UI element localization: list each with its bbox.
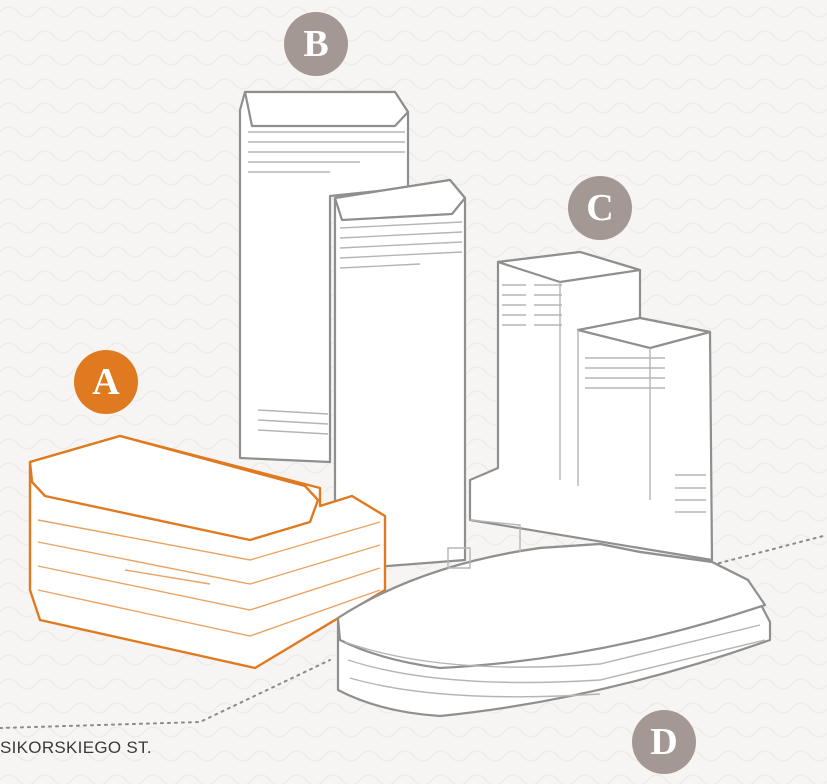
building-marker-d[interactable]: D [632,710,696,774]
building-marker-c[interactable]: C [568,176,632,240]
building-marker-b[interactable]: B [284,12,348,76]
street-label: SIKORSKIEGO ST. [0,738,152,758]
building-marker-a[interactable]: A [74,350,138,414]
